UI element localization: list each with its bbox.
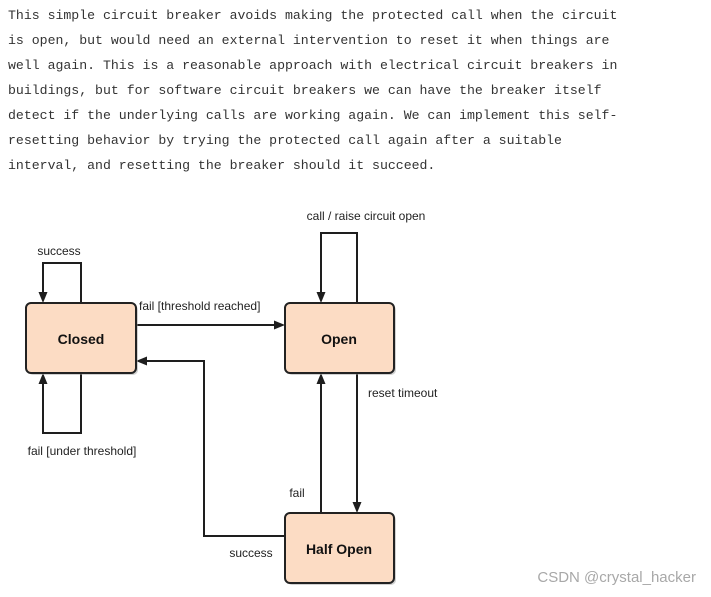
arrowhead bbox=[38, 292, 48, 303]
article-line: buildings, but for software circuit brea… bbox=[8, 83, 602, 98]
transition-half-open-to-closed bbox=[147, 360, 285, 537]
label-open-to-half-open: reset timeout bbox=[368, 386, 438, 400]
label-open-self: call / raise circuit open bbox=[307, 209, 426, 223]
article-line: interval, and resetting the breaker shou… bbox=[8, 158, 436, 173]
state-half-open: Half Open bbox=[284, 512, 396, 585]
article-line: detect if the underlying calls are worki… bbox=[8, 108, 618, 123]
article-line: resetting behavior by trying the protect… bbox=[8, 133, 562, 148]
arrowhead bbox=[136, 356, 147, 366]
article-line: This simple circuit breaker avoids makin… bbox=[8, 8, 618, 23]
state-open-label: Open bbox=[321, 331, 357, 347]
state-open: Open bbox=[284, 302, 396, 375]
arrowhead bbox=[316, 373, 326, 384]
state-closed: Closed bbox=[25, 302, 138, 375]
transition-closed-success-loop bbox=[42, 262, 82, 303]
label-half-open-to-closed: success bbox=[229, 546, 272, 560]
article-line: well again. This is a reasonable approac… bbox=[8, 58, 618, 73]
state-half-open-box bbox=[284, 512, 395, 584]
arrowhead bbox=[316, 292, 326, 303]
label-closed-to-open: fail [threshold reached] bbox=[139, 299, 260, 313]
label-closed-success: success bbox=[37, 244, 80, 258]
arrowhead bbox=[352, 502, 362, 513]
state-open-box bbox=[284, 302, 395, 374]
arrowhead bbox=[38, 373, 48, 384]
watermark: CSDN @crystal_hacker bbox=[537, 569, 696, 586]
transition-open-loop bbox=[320, 232, 358, 303]
state-half-open-label: Half Open bbox=[306, 541, 372, 557]
label-half-open-to-open: fail bbox=[289, 486, 304, 500]
transition-closed-fail-loop bbox=[42, 373, 82, 434]
state-closed-box bbox=[25, 302, 137, 374]
article-line: is open, but would need an external inte… bbox=[8, 33, 610, 48]
arrowhead bbox=[274, 320, 285, 330]
state-closed-label: Closed bbox=[58, 331, 105, 347]
label-closed-fail-under-threshold: fail [under threshold] bbox=[28, 444, 137, 458]
article-paragraph: This simple circuit breaker avoids makin… bbox=[8, 3, 703, 178]
